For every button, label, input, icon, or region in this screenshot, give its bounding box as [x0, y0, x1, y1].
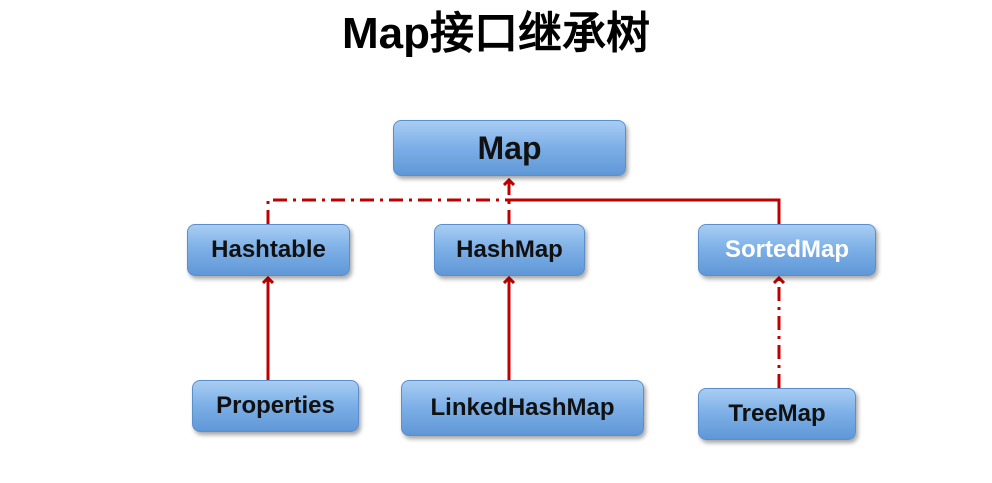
node-hashtable-label: Hashtable	[211, 236, 326, 263]
node-map: Map	[393, 120, 626, 176]
node-linkedhashmap-label: LinkedHashMap	[430, 394, 615, 421]
diagram-title: Map接口继承树	[342, 9, 650, 58]
node-hashmap: HashMap	[434, 224, 585, 276]
node-treemap: TreeMap	[698, 388, 856, 440]
node-properties-label: Properties	[216, 392, 335, 419]
node-sortedmap: SortedMap	[698, 224, 876, 276]
node-properties: Properties	[192, 380, 359, 432]
connector-hashtable-to-map	[266, 198, 509, 224]
node-treemap-label: TreeMap	[728, 400, 826, 427]
node-map-label: Map	[477, 129, 542, 166]
node-linkedhashmap: LinkedHashMap	[401, 380, 644, 436]
connector-sortedmap-to-map	[509, 198, 781, 224]
node-sortedmap-label: SortedMap	[724, 236, 849, 263]
node-hashmap-label: HashMap	[456, 236, 563, 263]
node-hashtable: Hashtable	[187, 224, 350, 276]
